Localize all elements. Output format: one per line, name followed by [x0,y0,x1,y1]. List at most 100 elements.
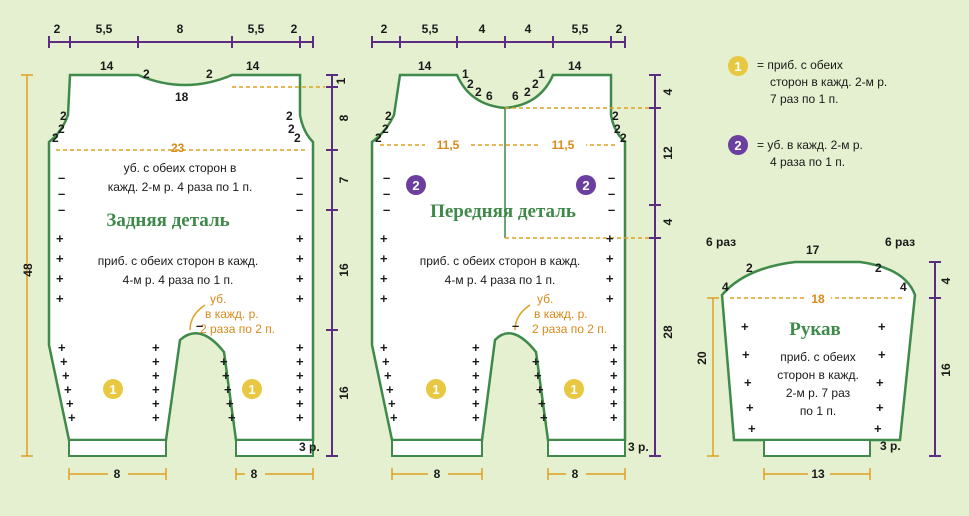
back-crotch-note-line1: уб. [210,292,226,306]
back-top-dim-3: 5,5 [248,22,265,36]
legend-2-line2: 4 раза по 1 п. [770,155,845,169]
svg-text:+: + [610,410,618,425]
back-increase-note-line2: 4-м р. 4 раза по 1 п. [123,273,234,287]
svg-text:16: 16 [939,363,953,377]
front-top-dim-1: 5,5 [422,22,439,36]
svg-text:+: + [878,347,886,362]
svg-text:–: – [58,186,65,201]
back-right-dimension: 1 8 7 16 16 [326,74,351,457]
svg-text:+: + [226,396,234,411]
svg-text:+: + [874,421,882,436]
front-neck-marks: 1 2 2 6 6 2 2 1 [462,67,545,103]
back-right-dim-4: 16 [337,386,351,400]
front-badge2-left: 2 [406,175,426,195]
svg-text:+: + [741,319,749,334]
back-leg-widths: 8 8 [68,466,314,481]
svg-text:+: + [878,319,886,334]
svg-text:1: 1 [570,382,577,397]
sleeve-cap-step-right: 2 [875,261,882,275]
svg-text:+: + [224,382,232,397]
legend-1-line2: сторон в кажд. 2-м р. [770,75,887,89]
back-increase-note-line1: приб. с обеих сторон в кажд. [98,254,258,268]
sleeve-note-line4: по 1 п. [800,404,836,418]
back-right-dim-3: 16 [337,263,351,277]
back-cuff-rows: 3 р. [299,440,320,454]
back-right-dim-0: 1 [334,77,348,84]
svg-text:–: – [58,170,65,185]
front-leg-widths: 8 8 [391,466,626,481]
svg-text:+: + [152,340,160,355]
legend-badge-1 [728,56,748,76]
sleeve-piece [720,260,917,457]
svg-text:+: + [386,382,394,397]
back-crotch-minus: – [196,318,203,333]
svg-text:–: – [296,202,303,217]
svg-text:+: + [152,354,160,369]
svg-text:+: + [60,354,68,369]
svg-text:+: + [380,271,388,286]
front-badge1-right: 1 [564,379,584,399]
back-left-cuff [68,439,167,457]
svg-text:+: + [610,340,618,355]
svg-text:–: – [383,186,390,201]
svg-text:2: 2 [532,77,539,91]
front-right-cuff [547,439,626,457]
front-armhole-l1: 2 [382,122,389,136]
legend-2-line1: = уб. в кажд. 2-м р. [757,138,863,152]
svg-text:+: + [472,340,480,355]
back-top-dim-4: 2 [291,22,298,36]
sleeve-cuff [763,439,871,457]
back-leg-width-right: 8 [251,467,258,481]
svg-text:–: – [512,318,519,333]
sleeve-top-width: 17 [806,243,820,257]
back-chest-width: 23 [171,141,185,155]
svg-text:1: 1 [109,382,116,397]
svg-text:+: + [472,396,480,411]
svg-text:+: + [606,291,614,306]
front-top-dim-5: 2 [616,22,623,36]
svg-text:+: + [66,396,74,411]
svg-text:6: 6 [512,89,519,103]
svg-text:+: + [380,340,388,355]
front-top-dim-4: 5,5 [572,22,589,36]
svg-text:+: + [380,251,388,266]
front-neck-top-right: 14 [568,59,582,73]
svg-text:+: + [610,368,618,383]
back-title: Задняя деталь [106,210,229,231]
svg-text:+: + [296,354,304,369]
back-neck-width: 18 [175,90,189,104]
back-neck-small-right: 2 [206,67,213,81]
back-right-cuff [235,439,314,457]
svg-text:+: + [388,396,396,411]
svg-text:–: – [296,170,303,185]
back-neck-top-left: 14 [100,59,114,73]
legend-badge-2 [728,135,748,155]
back-top-dim-2: 8 [177,22,184,36]
svg-text:–: – [608,202,615,217]
svg-text:+: + [56,231,64,246]
svg-text:+: + [746,400,754,415]
back-top-dim-0: 2 [54,22,61,36]
back-right-dim-2: 7 [337,176,351,183]
front-top-dim-3: 4 [525,22,532,36]
sleeve-note-line3: 2-м р. 7 раз [786,386,851,400]
front-top-dim-0: 2 [381,22,388,36]
front-badge2-right: 2 [576,175,596,195]
front-title: Передняя деталь [430,201,576,222]
front-right-dim-2: 4 [661,218,675,225]
svg-text:–: – [58,202,65,217]
svg-text:+: + [380,291,388,306]
svg-text:+: + [536,382,544,397]
front-top-dimension: 2 5,5 4 4 5,5 2 [371,22,626,48]
svg-text:13: 13 [811,467,825,481]
svg-text:+: + [58,340,66,355]
svg-text:4: 4 [939,277,953,284]
front-right-dimension: 4 12 4 28 [649,74,675,457]
svg-text:+: + [56,291,64,306]
svg-text:+: + [610,382,618,397]
sleeve-cap-side-left: 4 [722,280,729,294]
svg-text:–: – [296,186,303,201]
front-right-dim-3: 28 [661,325,675,339]
svg-text:+: + [296,396,304,411]
sleeve-left-dimension: 20 [695,297,719,457]
